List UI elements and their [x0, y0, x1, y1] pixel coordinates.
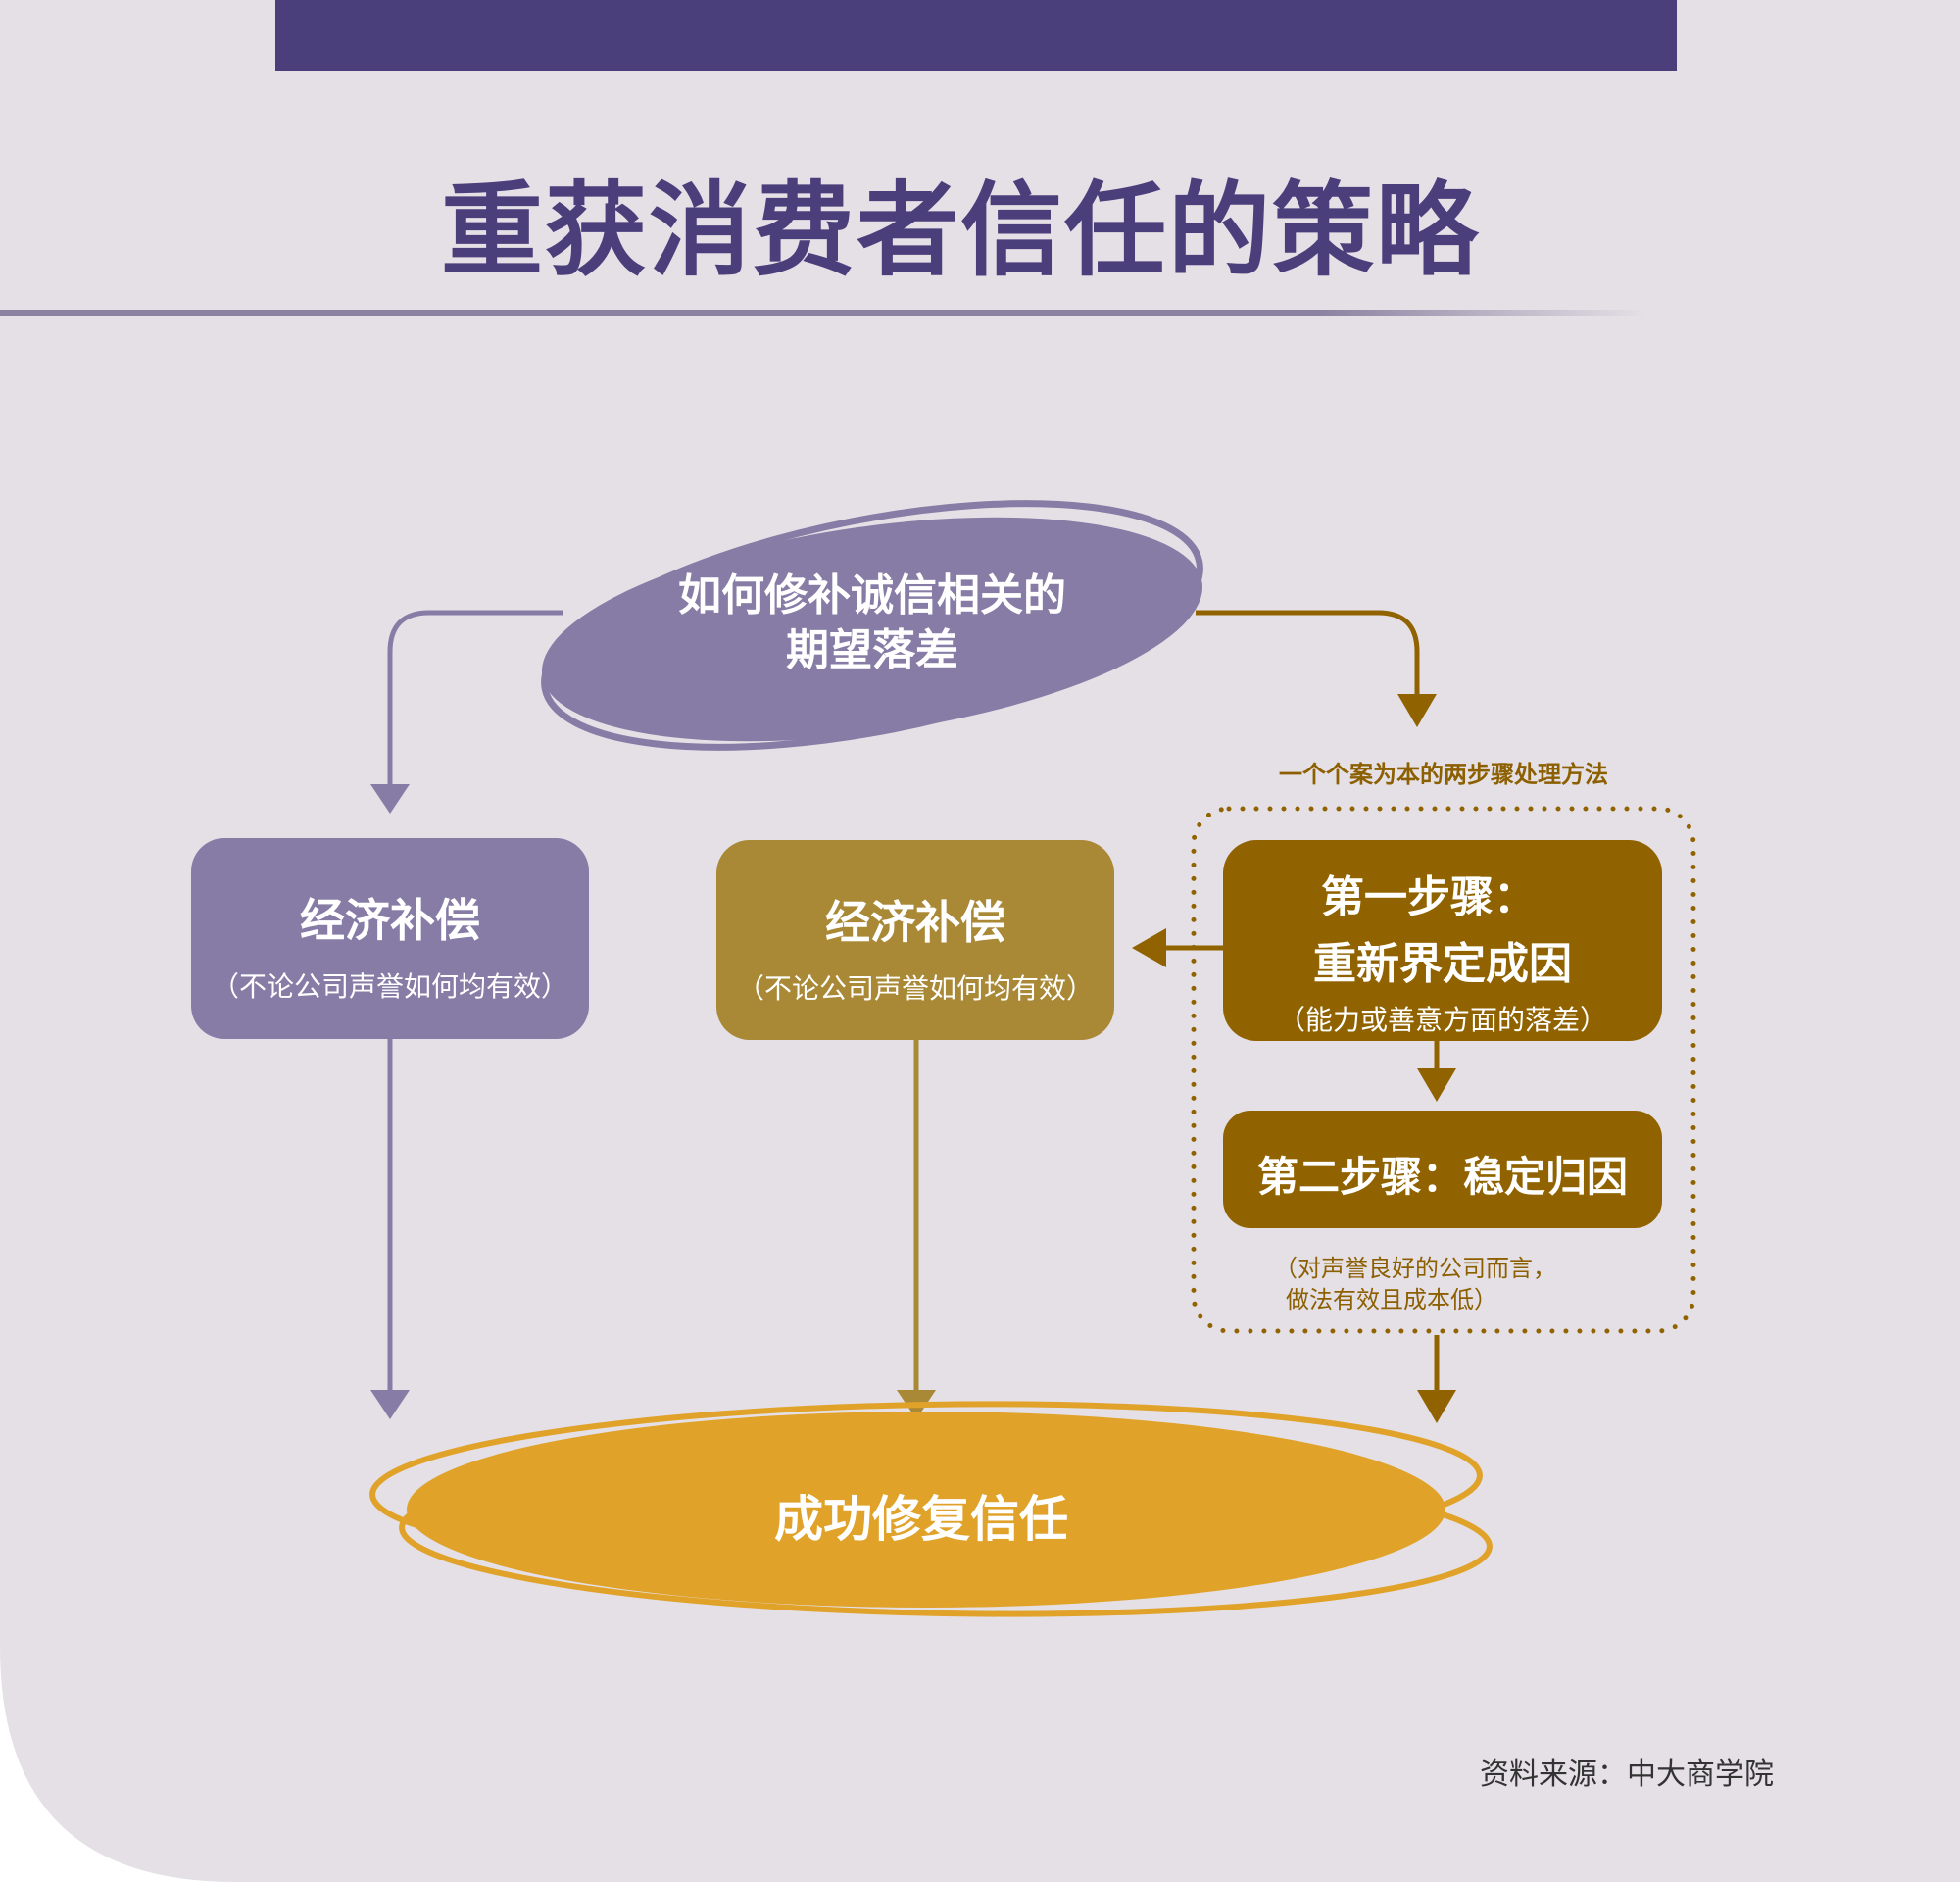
- source-note: 资料来源：中大商学院: [1480, 1758, 1774, 1792]
- page-title: 重获消费者信任的策略: [440, 171, 1480, 290]
- bottom-ellipse-outline: [399, 1457, 1493, 1617]
- left-box: 经济补偿 （不论公司声誉如何均有效）: [191, 838, 589, 1039]
- two-step-label: 一个个案为本的两步骤处理方法: [1279, 761, 1608, 788]
- arrow-down-icon: [1397, 694, 1437, 727]
- bottom-ellipse-outline: [369, 1401, 1483, 1569]
- step2-title: 第二步骤：稳定归因: [1256, 1153, 1628, 1201]
- left-box-subtitle: （不论公司声誉如何均有效）: [211, 970, 568, 1003]
- top-ellipse-line1: 如何修补诚信相关的: [678, 570, 1066, 620]
- top-ellipse: [541, 517, 1203, 742]
- arrow-down-icon: [1417, 1390, 1456, 1423]
- middle-box: 经济补偿 （不论公司声誉如何均有效）: [716, 840, 1114, 1040]
- title-divider: [0, 310, 1646, 316]
- step2-note-line1: （对声誉良好的公司而言，: [1274, 1255, 1556, 1282]
- arrow-down-icon: [370, 1390, 410, 1419]
- connector-top-to-left: [387, 610, 564, 789]
- middle-box-title: 经济补偿: [825, 896, 1005, 949]
- step2-note-line2: 做法有效且成本低）: [1286, 1286, 1497, 1313]
- arrow-down-icon: [1417, 1068, 1456, 1102]
- arrow-down-icon: [370, 784, 410, 814]
- top-ellipse-outline: [541, 500, 1203, 751]
- step1-subtitle: （能力或善意方面的落差）: [1277, 1004, 1607, 1036]
- left-box-title: 经济补偿: [300, 894, 480, 947]
- step1-line1: 第一步骤：: [1321, 872, 1537, 922]
- connector-top-to-steps: [1196, 610, 1420, 698]
- top-ellipse-line2: 期望落差: [786, 625, 958, 675]
- step1-line2: 重新界定成因: [1313, 939, 1572, 989]
- step1-box: 第一步骤： 重新界定成因 （能力或善意方面的落差）: [1223, 840, 1662, 1041]
- bottom-ellipse-label: 成功修复信任: [774, 1491, 1068, 1548]
- top-bar: [275, 0, 1677, 71]
- top-ellipse-label: 如何修补诚信相关的 期望落差: [627, 569, 1117, 678]
- two-step-frame: [1191, 806, 1696, 1334]
- middle-box-subtitle: （不论公司声誉如何均有效）: [736, 972, 1094, 1005]
- arrow-left-icon: [1132, 928, 1166, 967]
- step2-note: （对声誉良好的公司而言， 做法有效且成本低）: [1274, 1253, 1588, 1315]
- step2-box: 第二步骤：稳定归因: [1223, 1111, 1662, 1228]
